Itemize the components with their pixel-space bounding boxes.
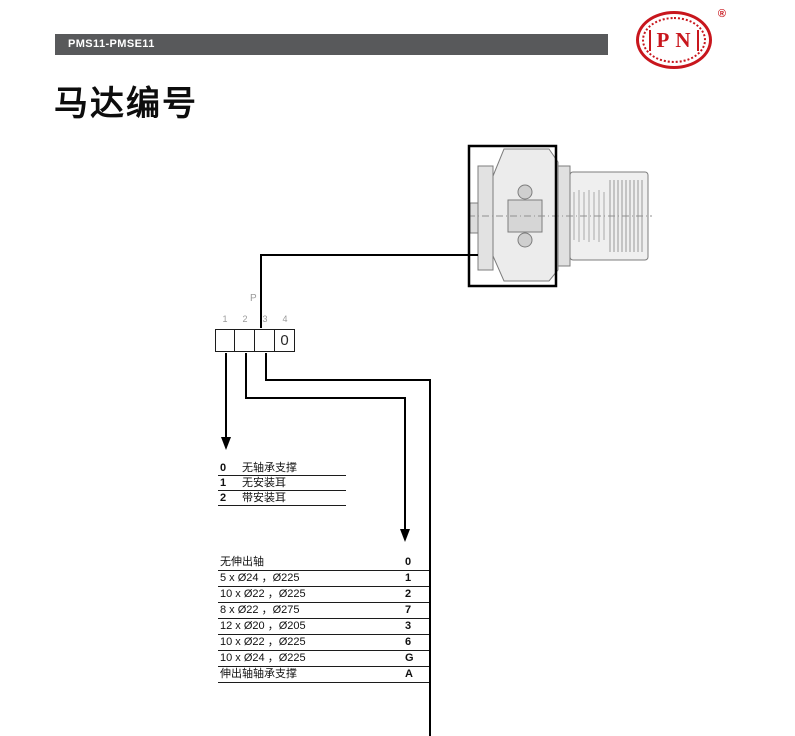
logo-letters: P N (649, 29, 699, 51)
code-box-4: 0 (275, 329, 295, 352)
registered-trademark-icon: ® (717, 8, 726, 20)
code-position-1: 1 (222, 314, 228, 324)
option-code: 7 (405, 604, 412, 616)
code-position-2: 2 (242, 314, 248, 324)
table-row: 10 x Ø24 ，Ø225 G (218, 651, 431, 667)
option-code: G (405, 652, 414, 664)
option-code: 6 (405, 636, 412, 648)
option-label: 带安装耳 (242, 492, 286, 504)
option-label: 伸出轴轴承支撑 (220, 668, 297, 680)
code-position-3: 3 (262, 314, 268, 324)
code-position-numbers: 1 2 3 4 (215, 314, 295, 324)
option-code: 2 (405, 588, 412, 600)
code-box-2 (235, 329, 255, 352)
motor-highlight-box (467, 144, 558, 288)
option-label: 10 x Ø24 ，Ø225 (220, 652, 306, 664)
option-code: 1 (405, 572, 412, 584)
bearing-mounting-table: 0 无轴承支撑 1 无安装耳 2 带安装耳 (218, 461, 346, 506)
table-row: 1 无安装耳 (218, 476, 346, 491)
code-boxes: 0 (215, 329, 295, 352)
option-code: 1 (220, 477, 227, 489)
model-label: PMS11-PMSE11 (68, 38, 155, 50)
table-row: 8 x Ø22 ，Ø275 7 (218, 603, 431, 619)
option-label: 8 x Ø22 ，Ø275 (220, 604, 300, 616)
table-row: 12 x Ø20 ，Ø205 3 (218, 619, 431, 635)
table-row: 10 x Ø22 ，Ø225 6 (218, 635, 431, 651)
option-label: 10 x Ø22 ，Ø225 (220, 588, 306, 600)
page-title: 马达编号 (54, 85, 198, 123)
option-code: 2 (220, 492, 227, 504)
option-label: 无伸出轴 (220, 556, 264, 568)
option-label: 5 x Ø24 ，Ø225 (220, 572, 300, 584)
table-row: 2 带安装耳 (218, 491, 346, 506)
table-row: 伸出轴轴承支撑 A (218, 667, 431, 683)
code-position-4: 4 (282, 314, 288, 324)
shaft-options-table: 无伸出轴 0 5 x Ø24 ，Ø225 1 10 x Ø22 ，Ø225 2 … (218, 555, 431, 683)
table-row: 无伸出轴 0 (218, 555, 431, 571)
pn-logo: P N ® (636, 8, 728, 72)
option-code: 0 (220, 462, 227, 474)
option-label: 12 x Ø20 ，Ø205 (220, 620, 306, 632)
motor-cross-section-image (468, 148, 652, 282)
code-box-3 (255, 329, 275, 352)
table-row: 10 x Ø22 ，Ø225 2 (218, 587, 431, 603)
header-bar: PMS11-PMSE11 (55, 34, 608, 55)
code-box-1 (215, 329, 235, 352)
table-row: 0 无轴承支撑 (218, 461, 346, 476)
table-row: 5 x Ø24 ，Ø225 1 (218, 571, 431, 587)
option-label: 无轴承支撑 (242, 462, 297, 474)
option-code: 3 (405, 620, 412, 632)
option-code: A (405, 668, 413, 680)
option-label: 10 x Ø22 ，Ø225 (220, 636, 306, 648)
logo-ring: P N (636, 11, 712, 69)
code-prefix-label: P (250, 293, 257, 304)
option-label: 无安装耳 (242, 477, 286, 489)
option-code: 0 (405, 556, 412, 568)
